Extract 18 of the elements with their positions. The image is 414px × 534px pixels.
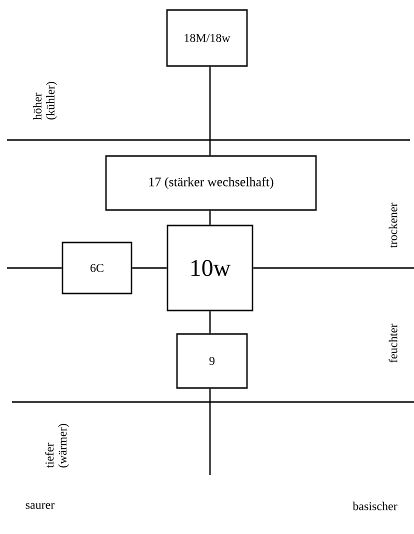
box: 6C xyxy=(62,242,132,294)
connector-line xyxy=(7,267,62,269)
box: 10w xyxy=(166,224,254,312)
axis-label: feuchter xyxy=(388,324,398,363)
axis-label: tiefer (wärmer) xyxy=(45,424,69,468)
connector-line xyxy=(209,66,211,156)
axis-label: höher (kühler) xyxy=(33,82,57,120)
axis-label: trockener xyxy=(388,202,398,248)
axis-label: saurer xyxy=(26,503,55,509)
connector-line xyxy=(209,311,211,334)
connector-line xyxy=(132,267,167,269)
box: 18M/18w xyxy=(166,9,248,67)
axis-label: basischer xyxy=(352,502,398,510)
connector-line xyxy=(209,388,211,475)
box: 9 xyxy=(176,333,248,389)
connector-line xyxy=(209,210,211,225)
connector-line xyxy=(253,267,414,269)
box: 17 (stärker wechselhaft) xyxy=(105,155,317,211)
